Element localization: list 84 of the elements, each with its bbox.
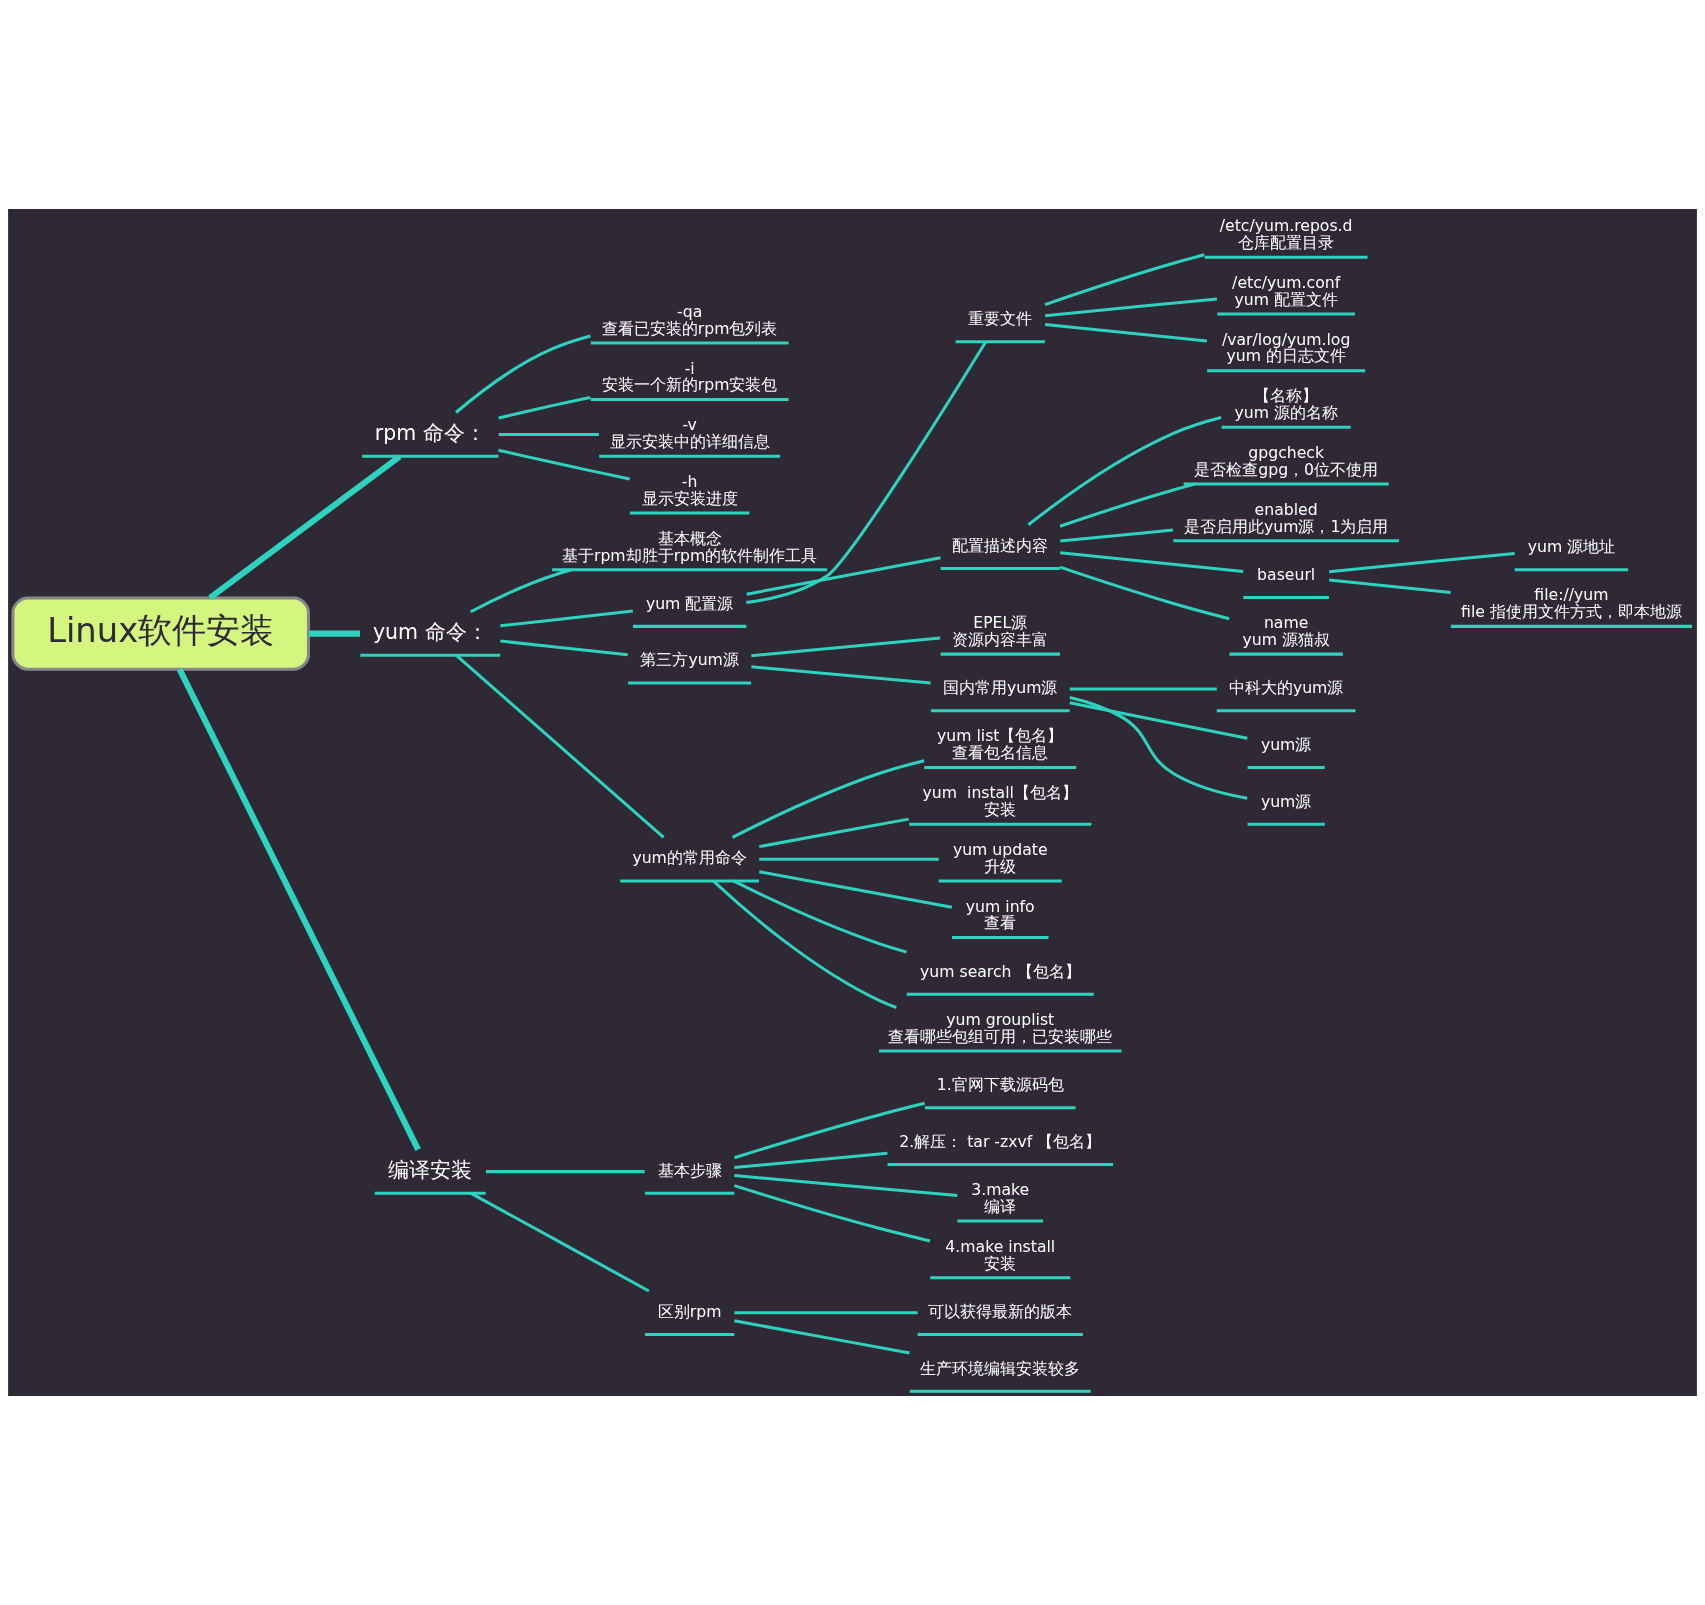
node-text: /etc/yum.conf yum 配置文件	[1232, 272, 1341, 309]
node-text: yum grouplist 查看哪些包组可用，已安装哪些	[888, 1009, 1113, 1046]
connector	[759, 870, 953, 909]
node-text: 区别rpm	[657, 1301, 722, 1321]
node-text: rpm 命令：	[374, 420, 486, 445]
connector	[751, 665, 931, 685]
connector	[1045, 297, 1218, 318]
connector	[734, 1151, 888, 1170]
node-text: yum info 查看	[965, 896, 1035, 933]
node-text: 4.make install 安装	[945, 1236, 1056, 1273]
connector	[712, 880, 897, 1009]
connector	[1069, 687, 1217, 691]
connector	[1027, 416, 1222, 526]
node-text: yum的常用命令	[632, 848, 747, 868]
node-text: -i 安装一个新的rpm安装包	[601, 358, 778, 395]
node-text: yum install【包名】 安装	[922, 783, 1078, 820]
node-text: baseurl	[1257, 564, 1316, 584]
node-text: 1.官网下载源码包	[936, 1075, 1064, 1095]
node-text: 国内常用yum源	[943, 678, 1058, 698]
node-text: yum search 【包名】	[920, 961, 1081, 981]
connector	[1069, 696, 1248, 800]
connector	[731, 759, 925, 839]
connector	[1059, 565, 1230, 621]
connector	[498, 395, 591, 420]
node-text: 中科大的yum源	[1228, 678, 1344, 698]
connector	[455, 334, 591, 414]
node-text: -h 显示安装进度	[641, 471, 738, 508]
connector	[1044, 253, 1205, 307]
connector	[751, 636, 941, 658]
connector	[732, 879, 907, 954]
node-text: 2.解压： tar -zxvf 【包名】	[899, 1131, 1102, 1151]
node-text: 基本概念 基于rpm却胜于rpm的软件制作工具	[561, 528, 818, 565]
node-text: /var/log/yum.log yum 的日志文件	[1221, 329, 1351, 366]
node-text: yum源	[1260, 734, 1312, 754]
node-text: /etc/yum.repos.d 仓库配置目录	[1219, 216, 1353, 253]
node-text: yum 命令：	[372, 619, 488, 644]
node-text: 3.make 编译	[971, 1180, 1030, 1216]
connector	[1045, 322, 1208, 343]
node-text: 第三方yum源	[640, 650, 739, 670]
connector	[1069, 701, 1248, 740]
node-text: -qa 查看已安装的rpm包列表	[601, 301, 778, 338]
connector	[1328, 551, 1515, 574]
node-text: 【名称】 yum 源的名称	[1234, 386, 1338, 423]
connector	[176, 668, 421, 1151]
node-text: EPEL源 资源内容丰富	[952, 613, 1049, 649]
node-text: yum list【包名】 查看包名信息	[937, 726, 1064, 763]
connector	[733, 1101, 925, 1160]
connector	[1060, 528, 1174, 543]
node-text: name yum 源猫叔	[1242, 613, 1330, 649]
node-text: gpgcheck 是否检查gpg，0位不使用	[1194, 442, 1379, 479]
node-text: enabled 是否启用此yum源，1为启用	[1183, 499, 1389, 536]
connector	[498, 448, 630, 481]
node-text: 可以获得最新的版本	[928, 1301, 1073, 1321]
connector	[734, 1174, 958, 1198]
connector	[470, 1192, 650, 1293]
node-text: 配置描述内容	[952, 535, 1049, 555]
connector	[759, 817, 909, 849]
node-text: yum 配置源	[645, 593, 734, 613]
connector	[498, 433, 599, 437]
node-text: file://yum file 指使用文件方式，即本地源	[1461, 585, 1682, 622]
connector	[746, 341, 987, 604]
node-text: 生产环境编辑安装较多	[920, 1358, 1081, 1378]
connector	[500, 639, 628, 657]
connector	[759, 857, 939, 861]
connector	[470, 568, 572, 614]
node-text: yum源	[1260, 791, 1312, 811]
connector	[455, 654, 665, 839]
connector	[746, 556, 941, 596]
connector	[1059, 482, 1196, 528]
connector	[208, 454, 402, 601]
connector	[1060, 551, 1244, 573]
node-text: 编译安装	[388, 1157, 473, 1182]
connector	[500, 609, 633, 628]
connector	[733, 1184, 931, 1243]
node-text: -v 显示安装中的详细信息	[609, 415, 770, 452]
node-text: 基本步骤	[657, 1160, 722, 1180]
node-text: yum update 升级	[952, 839, 1048, 876]
node-text: 重要文件	[968, 309, 1033, 329]
connector	[734, 1319, 910, 1355]
connector	[1328, 578, 1451, 594]
connector	[734, 1311, 918, 1315]
node-box: Linux软件安装	[11, 596, 310, 671]
connector	[486, 1170, 645, 1174]
node-text: yum 源地址	[1527, 537, 1616, 557]
